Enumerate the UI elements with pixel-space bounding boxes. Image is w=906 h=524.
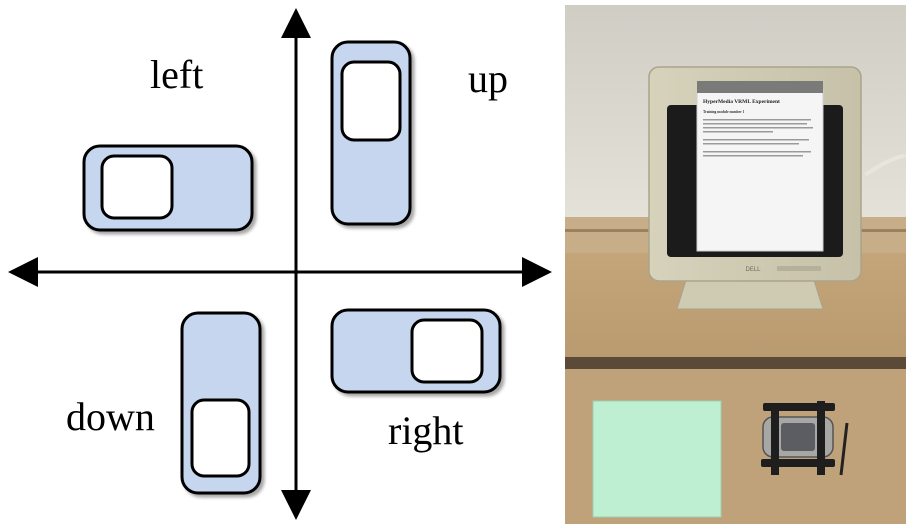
device-down [180,311,262,495]
screen-subheading: Training module number 1 [703,110,745,114]
green-pad [592,400,722,518]
device-screen [100,154,174,220]
monitor-base [676,276,824,310]
screen-heading: HyperMedia VRML Experiment [703,99,780,105]
tape [697,81,823,93]
label-down: down [66,394,155,439]
device-screen [190,398,251,478]
stylus [839,422,849,476]
device-right [330,308,502,394]
device-left [82,144,254,232]
setup-photo: DELL HyperMedia VRML Experiment Training… [565,5,906,524]
label-left: left [150,52,203,97]
direction-diagram: left up down right [7,8,552,520]
label-up: up [468,56,508,101]
handheld-device [761,401,835,475]
device-screen [410,318,484,384]
label-right: right [388,408,464,453]
device-screen [340,60,402,142]
screen-text-lines [703,119,813,157]
device-up [330,40,412,226]
monitor-brand: DELL [745,267,761,273]
